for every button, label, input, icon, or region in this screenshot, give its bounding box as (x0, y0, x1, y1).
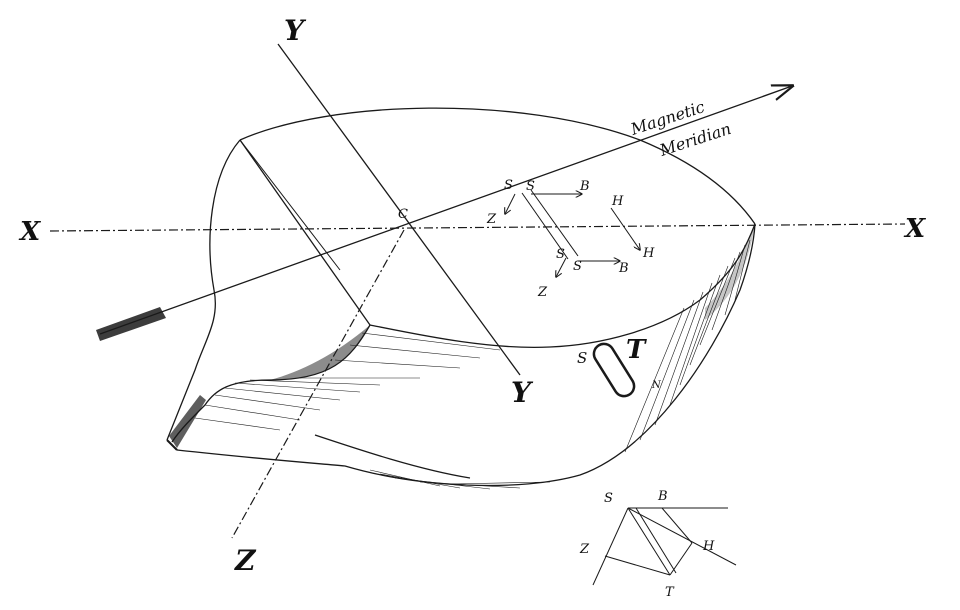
compass-needle (592, 342, 636, 398)
vector-arrow-h (610, 207, 640, 250)
bottom-edge-shading (369, 469, 551, 490)
inset-line-zt (604, 555, 671, 576)
vector-arrow-z2 (556, 257, 567, 277)
z-axis (231, 229, 405, 539)
vector-line-parallel (530, 189, 579, 257)
inset-s-label: S (604, 491, 613, 506)
meridian-tail-hatching (96, 307, 166, 341)
inset-line-h (627, 507, 737, 566)
upper-b2-label: B (618, 261, 629, 276)
inset-diagram (592, 507, 737, 586)
needle-t-label: T (626, 335, 647, 365)
x-axis-label-left: X (18, 217, 42, 247)
inset-line-ht (669, 542, 693, 576)
y-axis-label-top: Y (284, 14, 307, 47)
magnetic-meridian-line (99, 86, 792, 335)
vector-line-s-s (521, 192, 569, 260)
surface-outline (166, 107, 756, 487)
left-fold-shading (169, 325, 501, 448)
inset-b-label: B (657, 489, 668, 504)
upper-h1-label: H (611, 194, 624, 209)
upper-s3-label: S (556, 247, 565, 262)
inset-line-z (592, 507, 629, 586)
upper-s1-label: S (504, 178, 513, 193)
inset-h-label: H (702, 539, 715, 554)
needle-s-label: S (577, 349, 587, 367)
upper-b1-label: B (579, 179, 590, 194)
z-axis-label: Z (234, 544, 257, 577)
upper-s4-label: S (573, 259, 582, 274)
needle-n-label: N (651, 380, 662, 391)
center-label: C (398, 207, 408, 222)
upper-z2-label: Z (537, 285, 548, 300)
upper-z1-label: Z (486, 212, 497, 227)
inset-t-label: T (665, 585, 675, 600)
inset-line-t (627, 507, 671, 576)
vector-arrow-z1 (505, 193, 516, 214)
inset-line-bh (661, 507, 693, 544)
inset-line-t2 (635, 507, 677, 574)
upper-s2-label: S (526, 179, 535, 194)
y-axis (277, 43, 521, 376)
upper-h2-label: H (642, 246, 655, 261)
upper-vector-construction (505, 189, 640, 277)
y-axis-label-bottom: Y (511, 376, 534, 409)
right-fold-shading (624, 224, 755, 453)
x-axis-label-right: X (903, 214, 927, 244)
inset-z-label: Z (579, 542, 590, 557)
x-axis (49, 223, 906, 232)
